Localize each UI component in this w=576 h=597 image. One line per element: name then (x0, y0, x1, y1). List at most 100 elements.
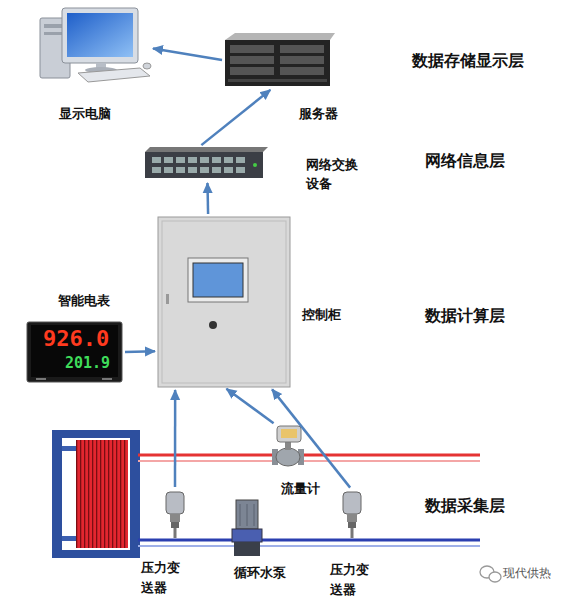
data-flow-arrow (226, 389, 273, 423)
flow-meter-icon-part (281, 429, 297, 438)
text-slot: 网络信息层 (425, 150, 505, 172)
network-switch-icon-part (145, 147, 268, 152)
flow-meter-icon-part (277, 426, 301, 442)
pressure-transmitter-icon-part (166, 492, 184, 514)
heat-exchanger-part (62, 446, 76, 451)
pressure-transmitter-icon-part (343, 492, 361, 514)
network-switch-icon-part (145, 152, 263, 178)
data-flow-arrow (153, 48, 222, 60)
network-switch-icon-part (212, 157, 221, 163)
network-switch-icon-part (188, 167, 197, 173)
device-label: 智能电表 (58, 292, 110, 310)
device-label: 服务器 (299, 105, 338, 123)
heat-exchanger-part (52, 430, 140, 438)
smart-meter-node: 智能电表926.0201.9 (27, 322, 122, 382)
network-switch-icon-part (200, 157, 209, 163)
text-slot: 智能电表 (58, 292, 110, 310)
pressure-transmitter-icon-part (170, 514, 180, 522)
server-icon-part (230, 45, 274, 53)
layer-label: 数据计算层 (425, 305, 505, 327)
text-slot: 控制柜 (302, 306, 341, 324)
server-icon-part (225, 40, 330, 86)
server-icon-part (280, 56, 324, 64)
return-pipe (138, 540, 480, 546)
smart-meter-icon-part (31, 325, 118, 377)
server-icon (225, 33, 335, 86)
layer-label: 数据存储显示层 (412, 50, 524, 72)
server-icon-part (230, 67, 274, 75)
heat-exchanger (52, 430, 140, 558)
control-cabinet-icon-part (209, 321, 217, 329)
pressure-transmitter-icon-part (174, 528, 177, 538)
data-flow-arrow (201, 90, 270, 145)
device-label: 网络交换 设备 (306, 156, 363, 194)
server-icon-part (280, 67, 324, 75)
supply-pipe (138, 455, 480, 461)
pressure-transmitter-icon (343, 492, 361, 538)
network-switch-icon-part (176, 167, 185, 173)
return-pipe-part (138, 539, 480, 542)
network-switch-icon-part (176, 157, 185, 163)
watermark-icon-part (489, 572, 501, 582)
smart-meter-icon-part (36, 378, 46, 380)
meter-reading: 201.9 (65, 353, 110, 373)
server-icon-part (225, 33, 335, 40)
computer-icon-part (62, 8, 138, 63)
network-switch-icon-part (253, 163, 257, 167)
pump-icon-part (236, 500, 258, 529)
computer-icon (40, 8, 151, 82)
control-cabinet-icon (158, 217, 290, 387)
computer-node: 显示电脑 (38, 5, 150, 83)
smart-meter-icon-part (102, 378, 112, 380)
pump-node: 循环水泵 (230, 497, 264, 559)
text-slot: 数据采集层 (425, 495, 505, 517)
server-icon-part (280, 45, 324, 53)
pressure-transmitter-icon-part (348, 522, 356, 528)
heat-exchanger-part (52, 550, 140, 558)
control-cabinet-icon-part (162, 221, 286, 383)
computer-icon-part (44, 24, 64, 28)
supply-pipe-part (138, 454, 480, 457)
device-label: 循环水泵 (234, 564, 286, 582)
smart-meter-icon (27, 322, 122, 382)
flow-meter-icon (272, 426, 304, 466)
heat-exchanger-part (62, 536, 76, 541)
server-node: 服务器 (225, 33, 331, 88)
pressure-transmitter-icon (166, 492, 184, 538)
text-slot: 现代供热 (503, 565, 551, 581)
device-label: 流量计 (281, 480, 320, 498)
computer-icon-part (78, 68, 150, 82)
computer-icon-part (44, 32, 64, 35)
heat-exchanger-part (52, 430, 62, 558)
network-switch-icon-part (188, 157, 197, 163)
device-label: 控制柜 (302, 306, 341, 324)
pressure-transmitter-node: 压力变 送器 (163, 490, 187, 536)
pump-icon (232, 500, 262, 556)
meter-reading: 926.0 (43, 324, 109, 354)
flow-meter-node: 流量计 (268, 425, 308, 475)
text-slot: 循环水泵 (234, 564, 286, 582)
control-cabinet-icon-part (193, 263, 243, 297)
data-flow-arrow (125, 350, 155, 353)
text-slot: 数据计算层 (425, 305, 505, 327)
text-slot: 流量计 (281, 480, 320, 498)
pressure-transmitter-icon-part (351, 528, 354, 538)
device-label: 压力变 送器 (141, 558, 184, 597)
network-switch-icon-part (212, 167, 221, 173)
pump-icon-part (232, 529, 262, 542)
text-slot: 服务器 (299, 105, 338, 123)
network-switch-icon (145, 147, 268, 178)
network-switch-icon-part (152, 167, 161, 173)
text-slot: 压力变 送器 (141, 558, 184, 597)
pump-icon-part (254, 504, 255, 526)
text-slot: 926.0 (43, 324, 109, 354)
heat-exchanger-part (76, 440, 128, 548)
text-slot: 数据存储显示层 (412, 50, 524, 72)
pump-icon-part (247, 504, 248, 526)
pressure-transmitter-icon-part (347, 514, 357, 522)
device-label: 压力变 送器 (330, 560, 373, 597)
network-switch-icon-part (224, 157, 233, 163)
network-switch-icon-part (224, 167, 233, 173)
